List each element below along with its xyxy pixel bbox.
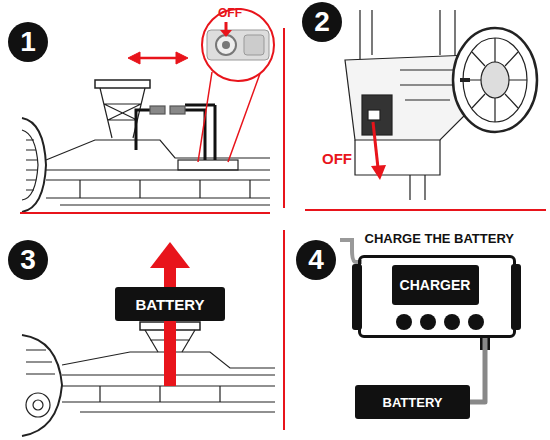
charger-details [340, 240, 521, 350]
battery-label: BATTERY [135, 296, 204, 313]
callout-number: 1 [8, 22, 48, 62]
battery-pack: BATTERY [115, 287, 225, 321]
panel-three-car [22, 322, 275, 436]
disconnect-arrow [128, 52, 188, 64]
callout-number: 4 [296, 240, 336, 280]
charger-screen: CHARGER [392, 265, 479, 305]
callout-number: 2 [302, 2, 342, 42]
battery-label: BATTERY [383, 395, 443, 410]
panel-one-car [22, 80, 270, 212]
switch-label: OFF [218, 6, 242, 20]
screen-label: CHARGER [400, 277, 471, 293]
battery-pack: BATTERY [355, 385, 470, 419]
panel-two-car [345, 10, 537, 200]
panel-dividers [20, 28, 546, 430]
charger-unit: CHARGE THE BATTERY CHARGER [358, 230, 516, 338]
callout-number: 3 [8, 240, 48, 280]
step-heading: CHARGE THE BATTERY [363, 230, 517, 248]
switch-off-arrow [371, 122, 386, 180]
switch-zoom [198, 9, 274, 162]
switch-label: OFF [322, 150, 352, 167]
charge-cable [470, 338, 485, 402]
